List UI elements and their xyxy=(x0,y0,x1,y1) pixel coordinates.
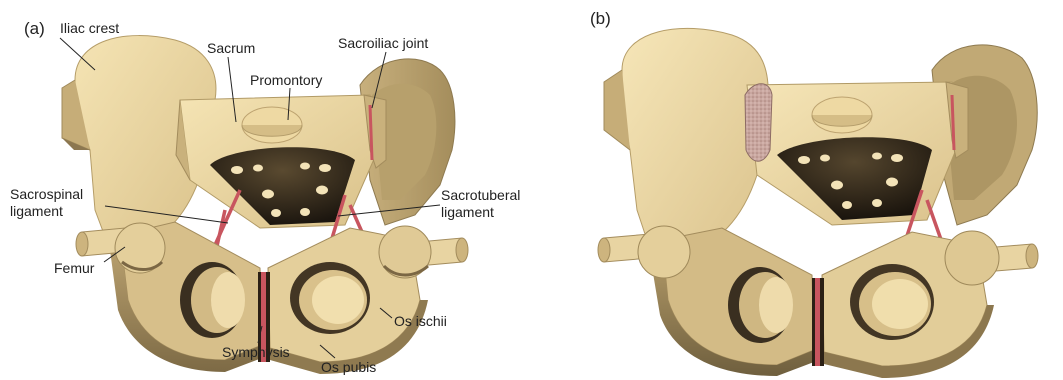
sacrum xyxy=(176,95,386,228)
label-iliac-crest: Iliac crest xyxy=(60,20,119,36)
left-femur-b xyxy=(598,226,690,278)
pelvis-model-b: (b) xyxy=(532,0,1063,380)
left-ilium-b xyxy=(604,28,768,255)
label-sacrospinal-line1: Sacrospinal xyxy=(10,186,83,202)
symphysis-b xyxy=(812,278,824,366)
panel-b-label: (b) xyxy=(590,9,611,28)
pelvis-model-a: (a) Iliac crest Sacrum Promontory Sacroi… xyxy=(0,0,531,380)
label-femur: Femur xyxy=(54,260,95,276)
label-sacrotuberal-line1: Sacrotuberal xyxy=(441,187,520,203)
right-femur-b xyxy=(945,231,1038,285)
label-promontory: Promontory xyxy=(250,72,322,88)
label-os-ischii: Os ischii xyxy=(394,313,447,329)
label-sacrospinal-line2: ligament xyxy=(10,203,63,219)
panel-a: (a) Iliac crest Sacrum Promontory Sacroi… xyxy=(0,0,531,380)
right-femur xyxy=(379,226,468,278)
sacroiliac-graft xyxy=(745,84,772,162)
panel-b: (b) xyxy=(532,0,1063,380)
label-sacroiliac-joint: Sacroiliac joint xyxy=(338,35,428,51)
label-symphysis: Symphysis xyxy=(222,344,290,360)
label-os-pubis: Os pubis xyxy=(321,359,376,375)
label-sacrum: Sacrum xyxy=(207,40,255,56)
label-sacrotuberal-line2: ligament xyxy=(441,204,494,220)
sacroiliac-joint-line xyxy=(370,105,372,160)
sacrum-b xyxy=(745,82,968,225)
panel-a-label: (a) xyxy=(24,19,45,38)
